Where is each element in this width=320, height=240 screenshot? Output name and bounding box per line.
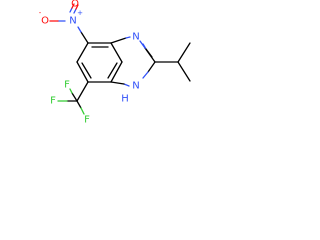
bond (73, 8, 77, 14)
oxygen-atom-label: O (41, 16, 49, 27)
bond (177, 42, 191, 63)
double-bond-outer (142, 43, 147, 50)
double-bond-outer (69, 7, 73, 13)
bond (110, 61, 123, 83)
bond (76, 61, 89, 83)
bond (110, 37, 127, 44)
bond (76, 81, 89, 102)
fluorine-atom-label: F (64, 80, 70, 91)
nitrogen-atom-label: N (132, 32, 139, 43)
nitrogen-atom-label: N (69, 16, 76, 27)
bond (80, 107, 85, 115)
benzene-ring (76, 42, 123, 83)
structure-canvas: O O - N + N N H F F F (0, 0, 209, 134)
trifluoromethyl-group (57, 81, 89, 115)
bond (125, 36, 131, 39)
fluorine-atom-label: F (84, 115, 90, 126)
bond (110, 42, 123, 63)
double-bond-outer (71, 3, 75, 9)
bond (123, 83, 130, 87)
bond (80, 31, 89, 44)
bond (75, 4, 79, 10)
bond (147, 61, 156, 73)
negative-charge-label: - (39, 9, 42, 17)
double-bond-inner (81, 62, 92, 79)
positive-charge-label: + (77, 9, 83, 17)
double-bond-outer (145, 48, 153, 58)
bond (77, 26, 82, 33)
nitro-group (49, 3, 89, 44)
bond (142, 71, 149, 79)
bond (177, 61, 191, 82)
bond (110, 81, 125, 85)
fluorine-atom-label: F (50, 96, 56, 107)
hydrogen-atom-label: H (121, 94, 129, 105)
atom-labels: O O - N + N N H F F F (39, 0, 140, 126)
molecule-diagram: O O - N + N N H F F F (39, 0, 191, 126)
double-bond-inner (107, 62, 118, 79)
imidazole-ring (110, 36, 156, 87)
oxygen-atom-label: O (71, 0, 79, 10)
bond (71, 92, 78, 102)
bond (69, 88, 73, 94)
bond (76, 42, 89, 63)
bond (76, 100, 82, 109)
nitrogen-atom-label: N (132, 81, 139, 92)
isopropyl-group (154, 42, 191, 82)
